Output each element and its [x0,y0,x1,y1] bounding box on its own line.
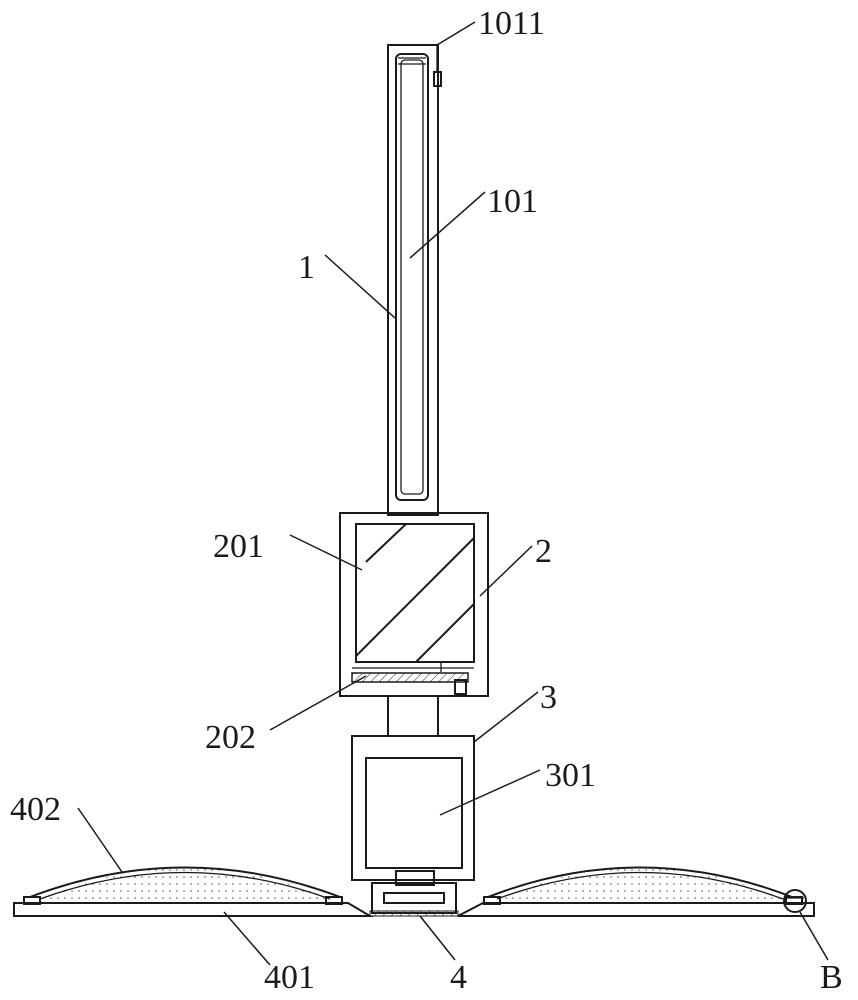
label-2: 2 [535,533,552,570]
label-202: 202 [205,719,256,756]
label-b: B [820,959,843,996]
label-3: 3 [540,679,557,716]
box [351,735,475,881]
label-1011: 1011 [478,5,545,42]
glass-panel [355,523,475,663]
right-cushion [483,866,803,905]
label-402: 402 [10,791,61,828]
battery [365,757,463,869]
cap-sensor [433,45,442,87]
label-201: 201 [213,528,264,565]
inner-tube [395,53,429,501]
pole [387,44,439,516]
connector [387,695,439,737]
label-301: 301 [545,757,596,794]
label-1: 1 [298,249,315,286]
label-101: 101 [487,183,538,220]
label-401: 401 [264,959,315,996]
left-cushion [23,866,343,905]
label-4: 4 [450,959,467,996]
leader-lines [77,21,829,966]
plate [351,662,474,695]
base-plate [13,902,815,917]
reference-labels: 1011 101 1 201 2 202 3 301 402 401 4 B [10,5,843,996]
detail-b-marker [783,889,807,913]
joint [369,870,459,917]
